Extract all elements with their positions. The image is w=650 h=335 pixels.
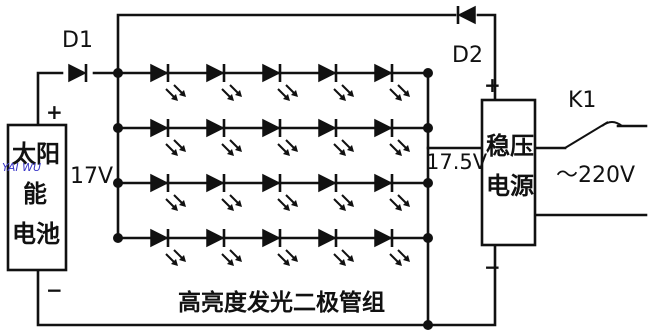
junction-dot — [113, 123, 123, 133]
led-array — [116, 62, 430, 267]
diode-d1 — [67, 62, 88, 84]
junction-dot — [423, 233, 433, 243]
led-r1-c2 — [205, 62, 243, 102]
main-wiring — [36, 13, 648, 327]
label-d2: D2 — [452, 43, 483, 68]
led-row-1 — [116, 62, 430, 102]
led-r2-c3 — [261, 117, 299, 157]
label-k1: K1 — [568, 88, 597, 113]
solar-minus-sign: − — [46, 278, 63, 302]
led-r4-c2 — [205, 227, 243, 267]
led-row-4 — [116, 227, 430, 267]
led-row-2 — [116, 117, 430, 157]
label-voltage-17v: 17V — [70, 164, 114, 189]
led-group-caption: 高亮度发光二极管组 — [178, 290, 385, 316]
regulator-box — [480, 98, 537, 247]
junction-dot-bottom — [423, 320, 433, 330]
led-r2-c4 — [317, 117, 355, 157]
junction-dot — [423, 123, 433, 133]
watermark: YAI WU — [2, 161, 42, 174]
led-r3-c5 — [373, 172, 411, 212]
solar-label-line1: 太阳 — [12, 140, 60, 168]
led-r3-c3 — [261, 172, 299, 212]
junction-dot — [423, 68, 433, 78]
solar-plus-sign: + — [46, 100, 63, 124]
led-r3-c4 — [317, 172, 355, 212]
junction-dot — [113, 233, 123, 243]
led-r4-c1 — [149, 227, 187, 267]
junction-dot — [113, 68, 123, 78]
regulator-plus-sign: + — [484, 73, 501, 97]
led-r3-c2 — [205, 172, 243, 212]
led-r2-c1 — [149, 117, 187, 157]
led-r1-c4 — [317, 62, 355, 102]
led-r1-c1 — [149, 62, 187, 102]
led-r2-c2 — [205, 117, 243, 157]
solar-label-line2: 能 — [23, 180, 47, 208]
regulator-label-line2: 电源 — [486, 172, 534, 200]
led-r3-c1 — [149, 172, 187, 212]
diode-d2 — [456, 4, 477, 26]
led-r4-c3 — [261, 227, 299, 267]
regulator-label-line1: 稳压 — [486, 132, 534, 160]
led-r1-c3 — [261, 62, 299, 102]
junction-dots — [113, 68, 433, 330]
label-d1: D1 — [62, 28, 93, 53]
label-mains-220v: ～220V — [556, 163, 636, 188]
regulator-minus-sign: − — [484, 255, 501, 279]
led-r1-c5 — [373, 62, 411, 102]
led-r4-c5 — [373, 227, 411, 267]
junction-dot — [423, 178, 433, 188]
junction-dot — [113, 178, 123, 188]
led-r2-c5 — [373, 117, 411, 157]
led-row-3 — [116, 172, 430, 212]
label-voltage-17-5v: 17.5V — [426, 150, 488, 174]
solar-cell-box — [6, 123, 68, 272]
led-r4-c4 — [317, 227, 355, 267]
solar-label-line3: 电池 — [12, 220, 60, 248]
